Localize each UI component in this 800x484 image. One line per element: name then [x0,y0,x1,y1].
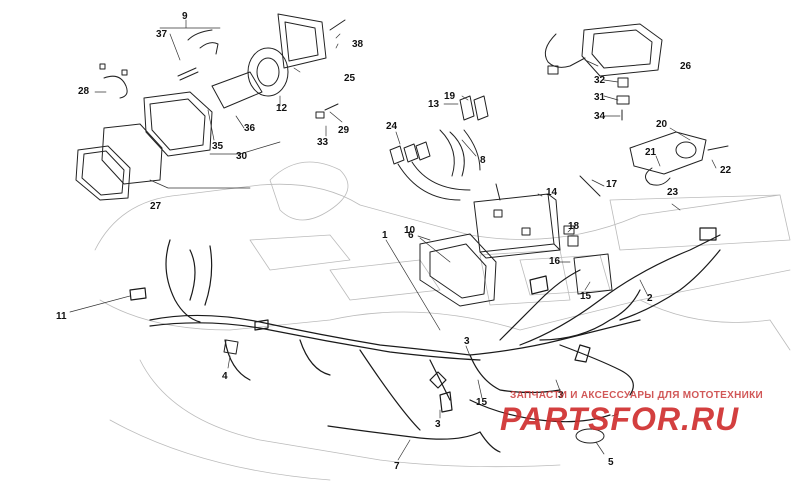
frame-background [94,161,791,481]
callout-4: 4 [222,371,228,382]
bulb-socket-36 [211,71,263,109]
relay-16 [567,235,579,247]
headlight-housing [143,91,213,157]
callout-11: 11 [56,311,67,322]
sensor-21 [645,167,671,186]
callout-38: 38 [352,39,364,50]
bulb-cover-12 [247,47,289,97]
small-parts [223,167,671,444]
callout-29: 29 [338,125,350,136]
screw-29 [324,103,339,111]
harness-main-1 [149,314,641,356]
taillight-assembly [389,23,729,201]
callout-9: 9 [182,11,188,22]
watermark-tagline: ЗАПЧАСТИ И АКСЕССУАРЫ ДЛЯ МОТОТЕХНИКИ [510,390,763,401]
callout-19: 19 [444,91,456,102]
callout-13: 13 [428,99,440,110]
callout-35: 35 [212,141,224,152]
battery-assembly [419,175,613,307]
callout-24: 24 [386,121,398,132]
fuse-18 [563,225,575,235]
callout-17: 17 [606,179,618,190]
ring-5 [575,428,605,444]
bulb-37 [177,67,199,81]
callout-30: 30 [236,151,248,162]
callout-26: 26 [680,61,692,72]
watermark-logo: PARTSFOR.RU [500,401,740,437]
wiring-harness [129,227,721,453]
headlight-lens [101,123,163,185]
callout-21: 21 [645,147,657,158]
harness-2 [619,249,721,321]
callout-20: 20 [656,119,668,130]
callout-22: 22 [720,165,732,176]
callout-12: 12 [276,103,288,114]
connector-28 [103,75,128,99]
callout-23: 23 [667,187,679,198]
callout-2: 2 [647,293,653,304]
headlight-rim-27 [75,145,131,201]
cable-7 [327,425,481,440]
callout-6: 6 [408,230,414,241]
callout-15-a: 15 [580,291,592,302]
spacer-32 [617,77,629,88]
callout-10: 10 [404,225,416,236]
callout-1: 1 [382,230,388,241]
relay-connectors-8 [439,129,481,177]
callout-31: 31 [594,92,606,103]
callout-36: 36 [244,123,256,134]
callout-18: 18 [568,221,580,232]
callout-7: 7 [394,461,400,472]
callout-28: 28 [78,86,90,97]
callout-3-b: 3 [435,419,441,430]
grommet-4 [223,339,239,355]
fuse-box-15 [573,253,613,295]
callout-33: 33 [317,137,329,148]
callout-3-a: 3 [464,336,470,347]
callout-14: 14 [546,187,558,198]
relay-group-13 [459,95,489,121]
headlight-bracket-25 [277,13,327,69]
callout-3-c: 3 [558,390,564,401]
battery-cover-10 [419,233,497,307]
callout-32: 32 [594,75,606,86]
nut-31 [616,95,630,105]
callout-15-b: 15 [476,397,488,408]
callout-37: 37 [156,29,168,40]
callout-5: 5 [608,457,614,468]
license-light-20 [629,131,707,175]
connectors-24 [389,141,431,165]
taillight-26 [581,23,663,77]
callout-27: 27 [150,201,162,212]
headlight-assembly [75,13,346,201]
callout-16: 16 [549,256,561,267]
callout-8: 8 [480,155,486,166]
leader-lines [69,19,717,461]
callout-34: 34 [594,111,606,122]
battery [473,193,555,253]
callout-25: 25 [344,73,356,84]
